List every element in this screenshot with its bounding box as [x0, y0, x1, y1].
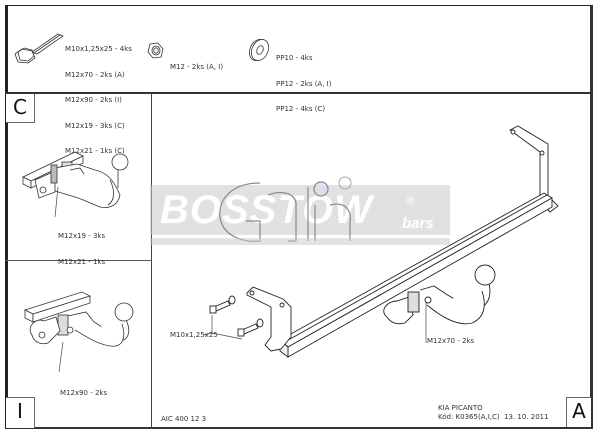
main-left-label: M10x1,25x25 — [170, 331, 218, 339]
watermark-brand: BOSSTOW — [160, 188, 373, 232]
watermark-sub: bars — [402, 215, 434, 232]
panel-i-label: M12x90 - 2ks — [60, 389, 108, 397]
watermark-registered-mark: ® — [405, 194, 416, 207]
washer-icon — [248, 39, 270, 61]
code-and-date: Kód: K0365(A,I,C) 13. 10. 2011 — [438, 413, 549, 421]
galia-logo-overlay — [219, 176, 352, 242]
main-right-label: M12x70 - 2ks — [427, 337, 475, 345]
i-label-leader — [58, 341, 64, 373]
watermark-band — [150, 185, 450, 235]
towbar-variant-i-drawing — [23, 291, 134, 347]
nut-line: M12 - 2ks (A, I) — [170, 63, 224, 71]
panel-tag-i: I — [6, 397, 35, 428]
c-label-leader — [54, 186, 59, 218]
hex-nut-icon — [147, 42, 164, 59]
bolt-line: M10x1,25x25 - 4ks — [65, 45, 132, 53]
drawing-frame — [5, 5, 593, 429]
towbar-main-drawing — [203, 125, 559, 358]
bolt-list: M10x1,25x25 - 4ks M12x70 - 2ks (A) M12x9… — [65, 28, 132, 164]
bolt-line: M12x19 - 3ks (C) — [65, 121, 125, 130]
bolt-line: M12x90 - 2ks (I) — [65, 96, 122, 104]
panel-c-labels: M12x19 - 3ks M12x21 - 1ks — [58, 215, 105, 275]
hex-bolt-icon — [14, 33, 64, 64]
drawing-number: AIC 400 12 3 — [161, 415, 207, 423]
towbar-variant-c-drawing — [22, 151, 129, 208]
washer-line: PP10 - 4ks — [276, 54, 313, 62]
vehicle-model: KIA PICANTO — [438, 404, 483, 412]
panel-divider-vertical — [151, 93, 152, 429]
panel-i-labels: M12x90 - 2ks — [60, 372, 107, 406]
panel-tag-a: A — [566, 397, 591, 427]
bolt-line: M12x21 - 1ks (C) — [65, 147, 125, 155]
bolt-line: M12x70 - 2ks (A) — [65, 70, 125, 79]
washer-line: PP12 - 4ks (C) — [276, 105, 326, 113]
parts-divider — [5, 92, 593, 94]
panel-c-label: M12x19 - 3ks — [58, 232, 106, 240]
nut-list: M12 - 2ks (A, I) — [170, 46, 223, 80]
panel-tag-c: C — [6, 94, 35, 123]
washer-line: PP12 - 2ks (A, I) — [276, 79, 332, 88]
panel-c-label: M12x21 - 1ks — [58, 257, 106, 266]
watermark-underline — [150, 238, 450, 245]
panel-divider-horizontal — [5, 260, 152, 261]
washer-list: PP10 - 4ks PP12 - 2ks (A, I) PP12 - 4ks … — [276, 37, 331, 122]
